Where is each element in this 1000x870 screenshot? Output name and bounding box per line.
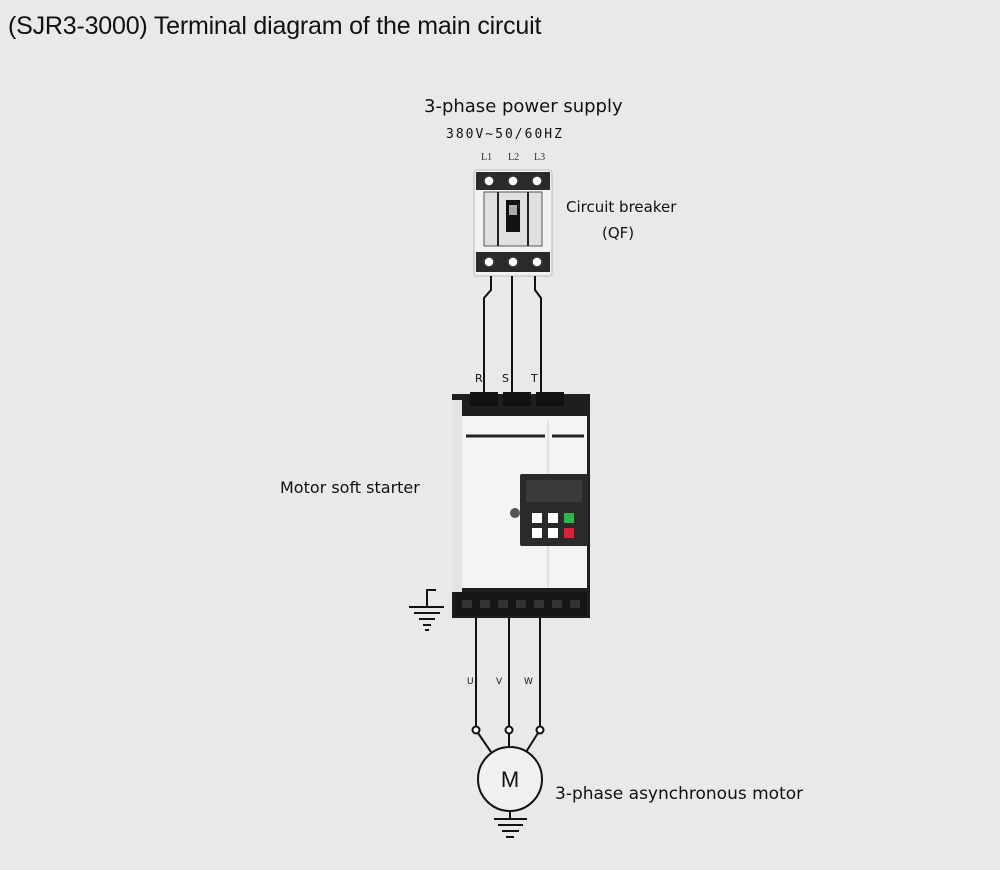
soft-starter — [452, 392, 590, 618]
supply-wires — [483, 276, 542, 398]
terminal-label-r: R — [475, 372, 483, 385]
motor-ground-icon — [494, 811, 527, 838]
terminal-label-l2: L2 — [508, 152, 520, 163]
terminal-label-u: U — [467, 677, 474, 687]
terminal-label-v: V — [496, 677, 503, 687]
soft-starter-label: Motor soft starter — [280, 478, 420, 497]
terminal-label-l3: L3 — [534, 152, 546, 163]
terminal-label-t: T — [531, 372, 538, 385]
circuit-breaker-code: (QF) — [602, 224, 635, 242]
power-supply-rating: 380V~50/60HZ — [446, 127, 564, 142]
motor-icon: M — [477, 746, 543, 812]
motor-symbol: M — [501, 767, 519, 792]
terminal-label-l1: L1 — [481, 152, 493, 163]
circuit-breaker — [473, 169, 553, 277]
terminal-label-s: S — [502, 372, 509, 385]
motor-label: 3-phase asynchronous motor — [555, 784, 804, 804]
circuit-breaker-label: Circuit breaker — [566, 198, 677, 216]
page-title: (SJR3-3000) Terminal diagram of the main… — [8, 12, 542, 40]
power-supply-label: 3-phase power supply — [424, 96, 623, 117]
motor-wires — [471, 618, 545, 753]
terminal-label-w: W — [524, 677, 533, 687]
starter-ground-icon — [409, 589, 444, 631]
